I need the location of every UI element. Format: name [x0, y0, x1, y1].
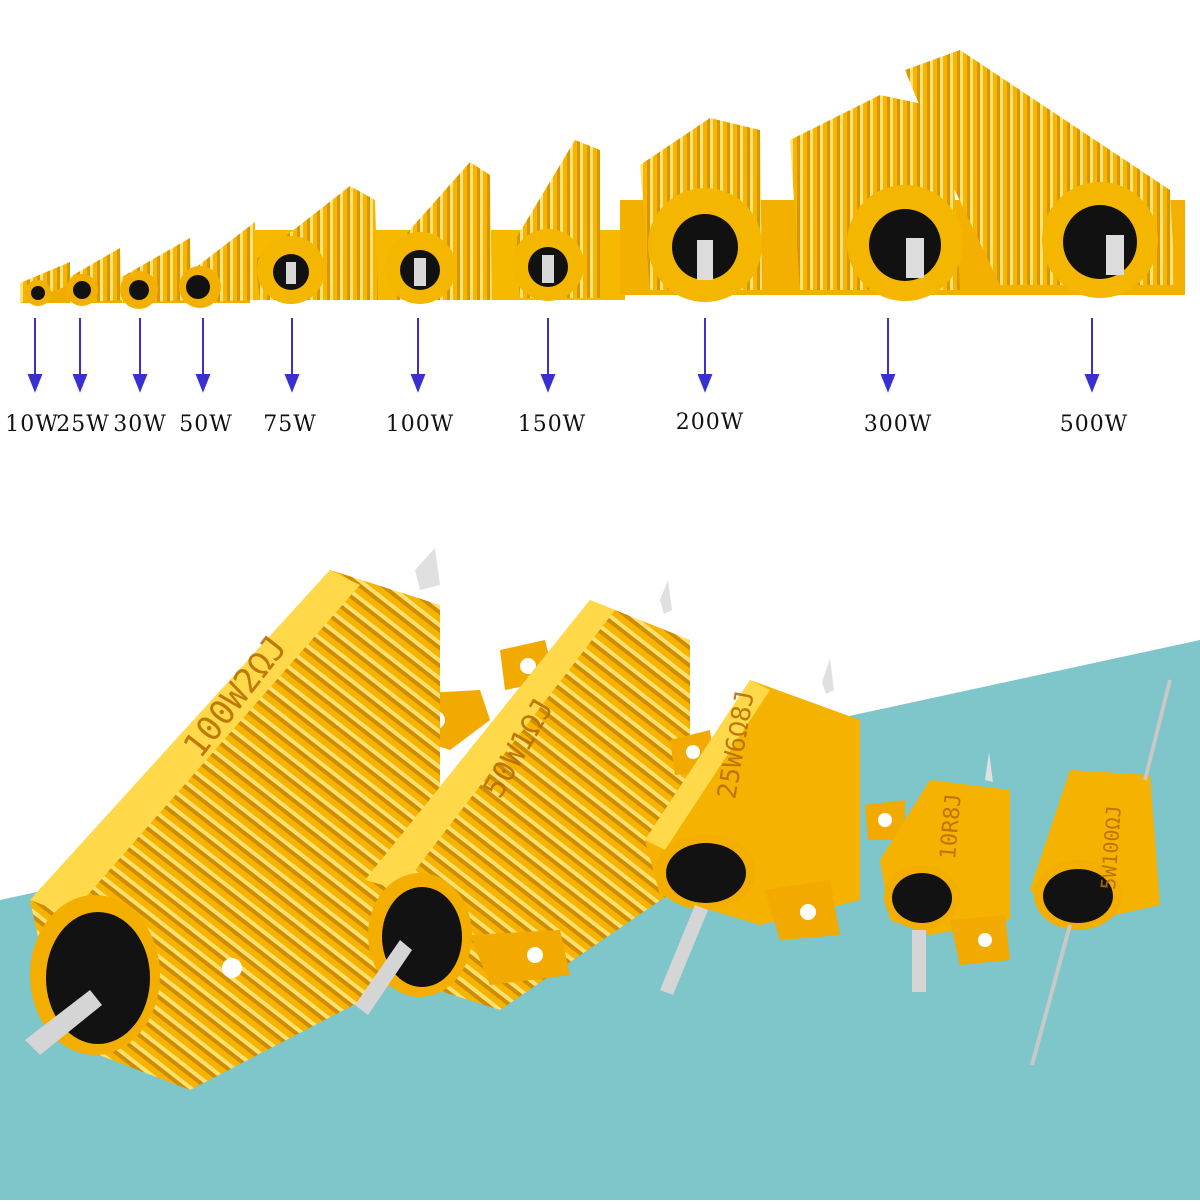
label-150w: 150W [517, 412, 587, 437]
arrows [27, 318, 1100, 393]
marking-5w: 5W100ΩJ [1096, 805, 1126, 891]
top-row-resistors [20, 50, 1185, 309]
label-100w: 100W [385, 412, 455, 437]
label-50w: 50W [179, 412, 233, 437]
end-caps [25, 182, 1158, 309]
label-500w: 500W [1059, 412, 1129, 437]
label-300w: 300W [863, 412, 933, 437]
resistor-5w: 5W100ΩJ [1030, 679, 1172, 1066]
label-25w: 25W [56, 412, 110, 437]
marking-10w: 10R8J [936, 792, 967, 860]
resistor-50w: 50W1ΩJ [355, 580, 690, 1015]
label-10w: 10W [5, 412, 59, 437]
label-30w: 30W [113, 412, 167, 437]
label-75w: 75W [263, 412, 317, 437]
resistor-10w: 10R8J [865, 752, 1010, 992]
label-200w: 200W [675, 410, 745, 435]
resistor-25w: 25W6Ω8J [645, 658, 860, 995]
